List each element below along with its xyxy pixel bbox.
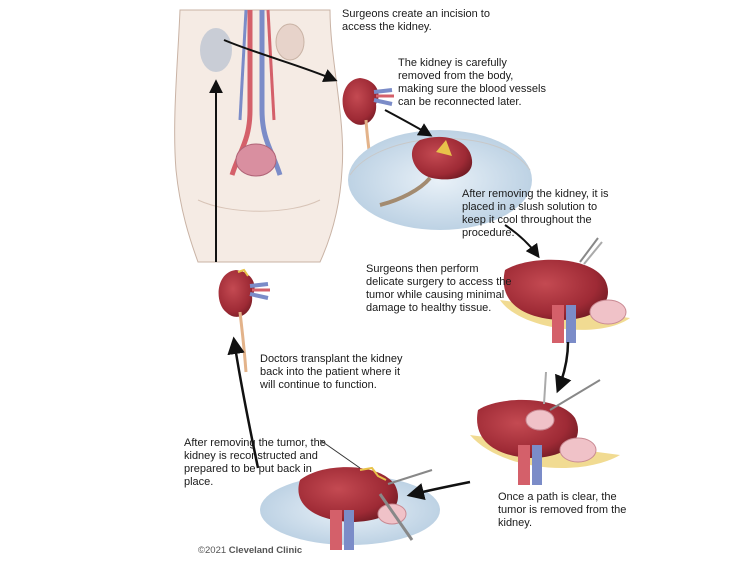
kidney-surgery-step4 bbox=[500, 237, 630, 343]
credit-year: ©2021 bbox=[198, 545, 227, 556]
kidney-in-slush bbox=[348, 130, 532, 230]
caption-step-4: Surgeons then perform delicate surgery t… bbox=[366, 263, 512, 314]
caption-step-7: Doctors transplant the kidney back into … bbox=[260, 353, 403, 391]
arrow-3-to-4 bbox=[504, 224, 540, 259]
leader-line-6 bbox=[319, 439, 361, 469]
caption-step-3: After removing the kidney, it is placed … bbox=[462, 188, 609, 239]
reconstructed-kidney-step6 bbox=[260, 466, 440, 550]
caption-step-2: The kidney is carefully removed from the… bbox=[398, 57, 546, 108]
bladder bbox=[235, 143, 277, 177]
tumor-removal-step5 bbox=[470, 371, 620, 485]
arrow-6-to-7 bbox=[227, 336, 260, 469]
torso-illustration bbox=[174, 9, 344, 263]
arrow-4-to-5 bbox=[555, 341, 572, 394]
flow-arrows bbox=[209, 39, 572, 501]
arrow-2-to-3 bbox=[384, 109, 433, 137]
incision-site bbox=[200, 28, 232, 72]
copyright-credit: ©2021 Cleveland Clinic bbox=[198, 545, 302, 556]
credit-brand: Cleveland Clinic bbox=[228, 545, 303, 556]
tumor bbox=[525, 409, 555, 431]
caption-step-1: Surgeons create an incision to access th… bbox=[342, 8, 490, 33]
caption-step-6: After removing the tumor, the kidney is … bbox=[184, 437, 326, 488]
transplant-kidney bbox=[218, 268, 270, 373]
caption-step-5: Once a path is clear, the tumor is remov… bbox=[498, 491, 627, 529]
arrow-5-to-6 bbox=[406, 480, 471, 501]
arrow-1-to-2 bbox=[223, 39, 338, 83]
